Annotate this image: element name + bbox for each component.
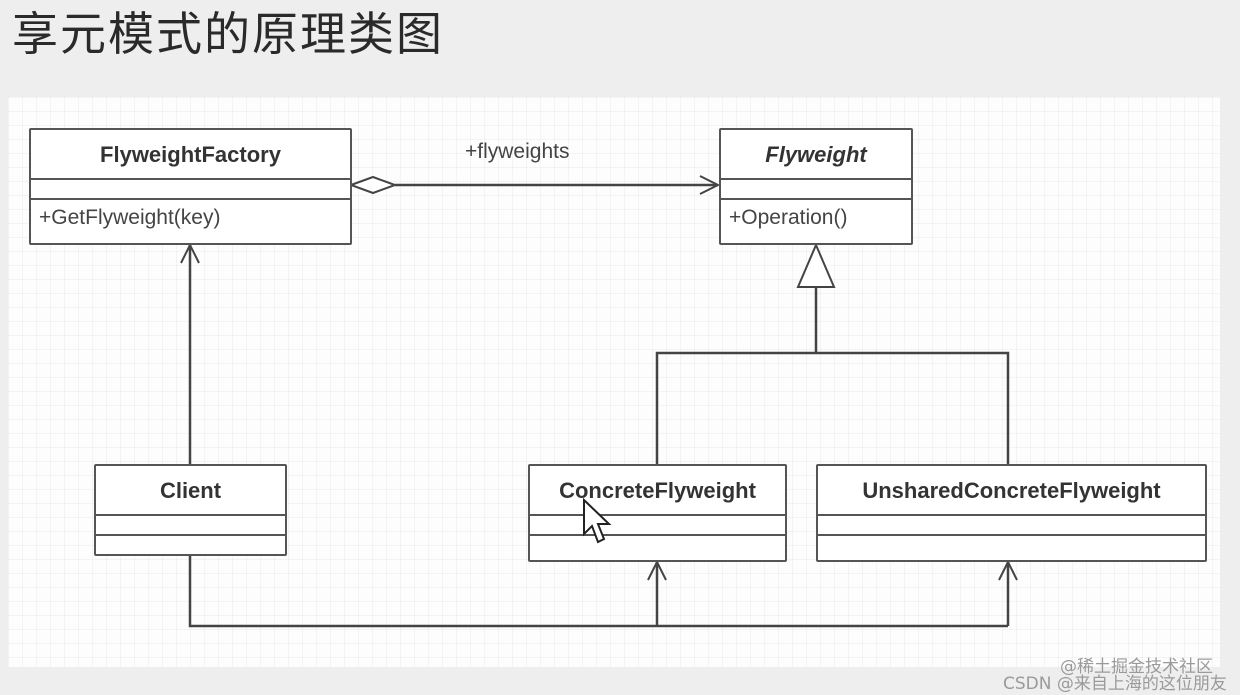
class-attributes (818, 516, 1205, 536)
client-factory-connector (180, 242, 200, 465)
class-attributes (96, 516, 285, 536)
aggregation-connector (348, 175, 721, 195)
generalization-branch (655, 351, 1010, 465)
class-concrete-flyweight[interactable]: ConcreteFlyweight (528, 464, 787, 562)
class-operations (530, 536, 785, 556)
mouse-cursor-icon (583, 498, 612, 544)
class-flyweight[interactable]: Flyweight +Operation() (719, 128, 913, 245)
client-bottom-line (188, 556, 1008, 628)
class-operations (818, 536, 1205, 556)
page-title: 享元模式的原理类图 (12, 7, 444, 61)
class-operations (96, 536, 285, 556)
class-operation: +GetFlyweight(key) (39, 206, 221, 229)
watermark-juejin: @稀土掘金技术社区 (1060, 657, 1213, 677)
class-attributes (530, 516, 785, 536)
arrowhead-icon (998, 559, 1018, 581)
class-attributes (721, 180, 911, 200)
class-operation: +Operation() (729, 206, 848, 229)
generalization-connector (655, 242, 1010, 465)
class-name: Flyweight (721, 130, 911, 180)
class-client[interactable]: Client (94, 464, 287, 556)
arrowhead-icon (180, 242, 200, 264)
arrowhead-icon (699, 175, 721, 195)
class-unshared-concrete-flyweight[interactable]: UnsharedConcreteFlyweight (816, 464, 1207, 562)
watermark-csdn: CSDN @来自上海的这位朋友 (1003, 674, 1227, 694)
class-attributes (31, 180, 350, 200)
class-name: ConcreteFlyweight (530, 466, 785, 516)
arrowhead-icon (647, 559, 667, 581)
class-name: Client (96, 466, 285, 516)
association-label: +flyweights (465, 140, 570, 163)
class-flyweight-factory[interactable]: FlyweightFactory +GetFlyweight(key) (29, 128, 352, 245)
class-name: FlyweightFactory (31, 130, 350, 180)
class-name: UnsharedConcreteFlyweight (818, 466, 1205, 516)
client-concrete-connector (188, 556, 1018, 628)
inheritance-triangle-icon (796, 242, 836, 288)
aggregation-diamond-icon (348, 175, 398, 195)
